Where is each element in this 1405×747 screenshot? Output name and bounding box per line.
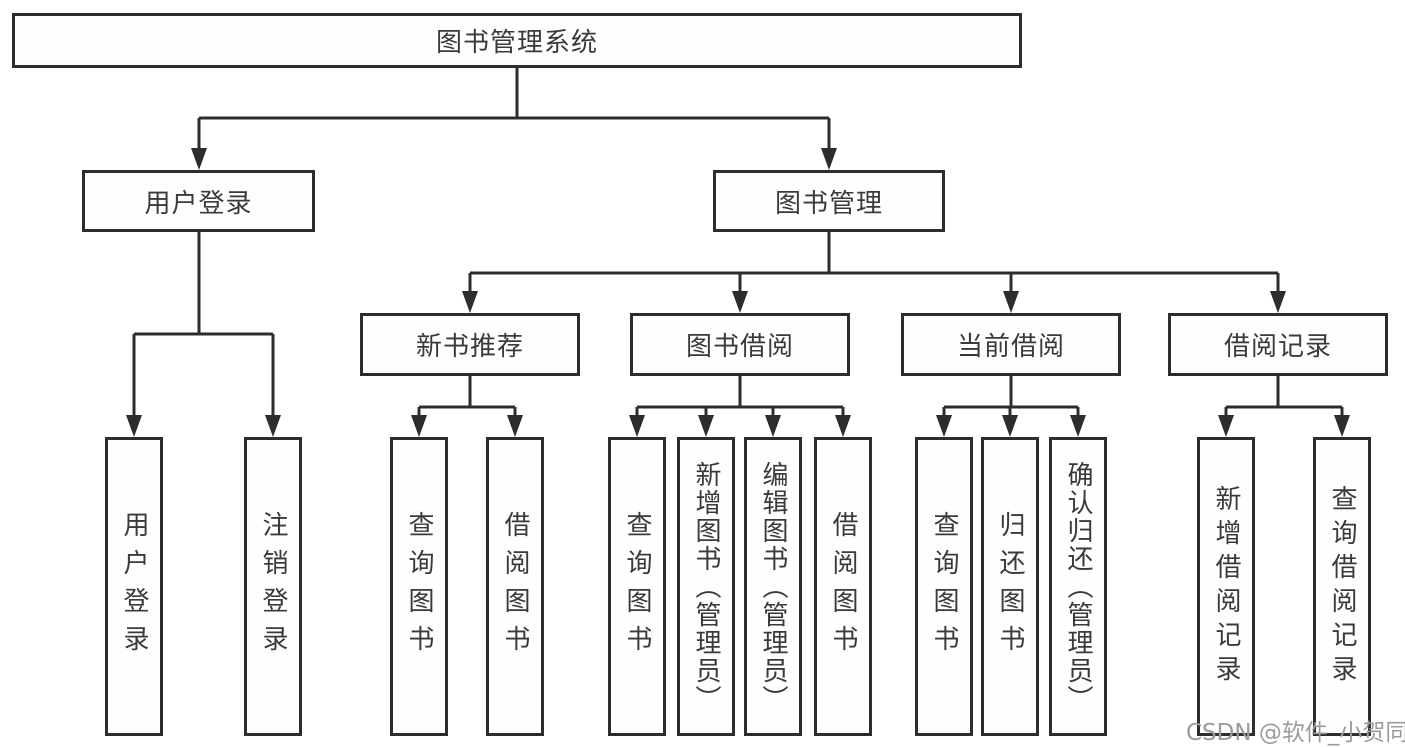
leaf-query-books-current: 查询图书 xyxy=(915,437,973,736)
leaf-query-books-recommend-label: 查询图书 xyxy=(404,510,434,663)
leaf-return-book-label: 归还图书 xyxy=(995,510,1025,663)
node-borrow-records: 借阅记录 xyxy=(1168,313,1388,376)
leaf-add-borrow-record-label: 新增借阅记录 xyxy=(1211,484,1241,689)
leaf-borrow-books-borrow-label: 借阅图书 xyxy=(828,510,858,663)
connector-current-borrow-children xyxy=(936,376,1086,437)
node-book-mgmt: 图书管理 xyxy=(713,170,945,232)
node-root: 图书管理系统 xyxy=(12,13,1022,68)
leaf-borrow-books-recommend: 借阅图书 xyxy=(486,437,544,736)
leaf-add-book-admin: 新增图书（管理员） xyxy=(677,437,735,736)
connector-book-borrow-children xyxy=(629,376,851,437)
node-new-book-recommend: 新书推荐 xyxy=(360,313,580,376)
node-user-login: 用户登录 xyxy=(82,170,315,232)
leaf-user-login-label: 用户登录 xyxy=(119,510,149,663)
connector-borrow-records-children xyxy=(1218,376,1350,437)
watermark: CSDN @软件_小贺同学 xyxy=(1186,720,1405,746)
leaf-edit-book-admin: 编辑图书（管理员） xyxy=(744,437,802,736)
leaf-confirm-return-admin-label: 确认归还（管理员） xyxy=(1063,460,1093,713)
leaf-query-borrow-record-label: 查询借阅记录 xyxy=(1327,484,1357,689)
leaf-borrow-books-recommend-label: 借阅图书 xyxy=(500,510,530,663)
connector-root-to-level2 xyxy=(191,68,837,170)
leaf-query-books-recommend: 查询图书 xyxy=(390,437,448,736)
node-root-label: 图书管理系统 xyxy=(435,28,598,58)
node-book-borrow-label: 图书借阅 xyxy=(685,332,794,362)
leaf-logout: 注销登录 xyxy=(244,437,302,736)
leaf-query-books-borrow: 查询图书 xyxy=(608,437,666,736)
leaf-confirm-return-admin: 确认归还（管理员） xyxy=(1049,437,1107,736)
leaf-query-books-borrow-label: 查询图书 xyxy=(622,510,652,663)
leaf-borrow-books-borrow: 借阅图书 xyxy=(814,437,872,736)
leaf-add-book-admin-label: 新增图书（管理员） xyxy=(691,460,721,713)
node-borrow-records-label: 借阅记录 xyxy=(1223,332,1332,362)
node-book-borrow: 图书借阅 xyxy=(630,313,850,376)
leaf-query-borrow-record: 查询借阅记录 xyxy=(1313,437,1371,736)
leaf-query-books-current-label: 查询图书 xyxy=(929,510,959,663)
leaf-return-book: 归还图书 xyxy=(981,437,1039,736)
connector-book-mgmt-children xyxy=(462,232,1286,313)
leaf-logout-label: 注销登录 xyxy=(258,510,288,663)
leaf-user-login: 用户登录 xyxy=(105,437,163,736)
node-new-book-recommend-label: 新书推荐 xyxy=(415,332,524,362)
node-current-borrow-label: 当前借阅 xyxy=(956,332,1065,362)
node-user-login-label: 用户登录 xyxy=(144,188,253,219)
node-book-mgmt-label: 图书管理 xyxy=(774,188,883,219)
leaf-edit-book-admin-label: 编辑图书（管理员） xyxy=(758,460,788,713)
node-current-borrow: 当前借阅 xyxy=(901,313,1121,376)
leaf-add-borrow-record: 新增借阅记录 xyxy=(1197,437,1255,736)
connector-user-login-children xyxy=(126,232,281,437)
connector-new-book-children xyxy=(411,376,523,437)
